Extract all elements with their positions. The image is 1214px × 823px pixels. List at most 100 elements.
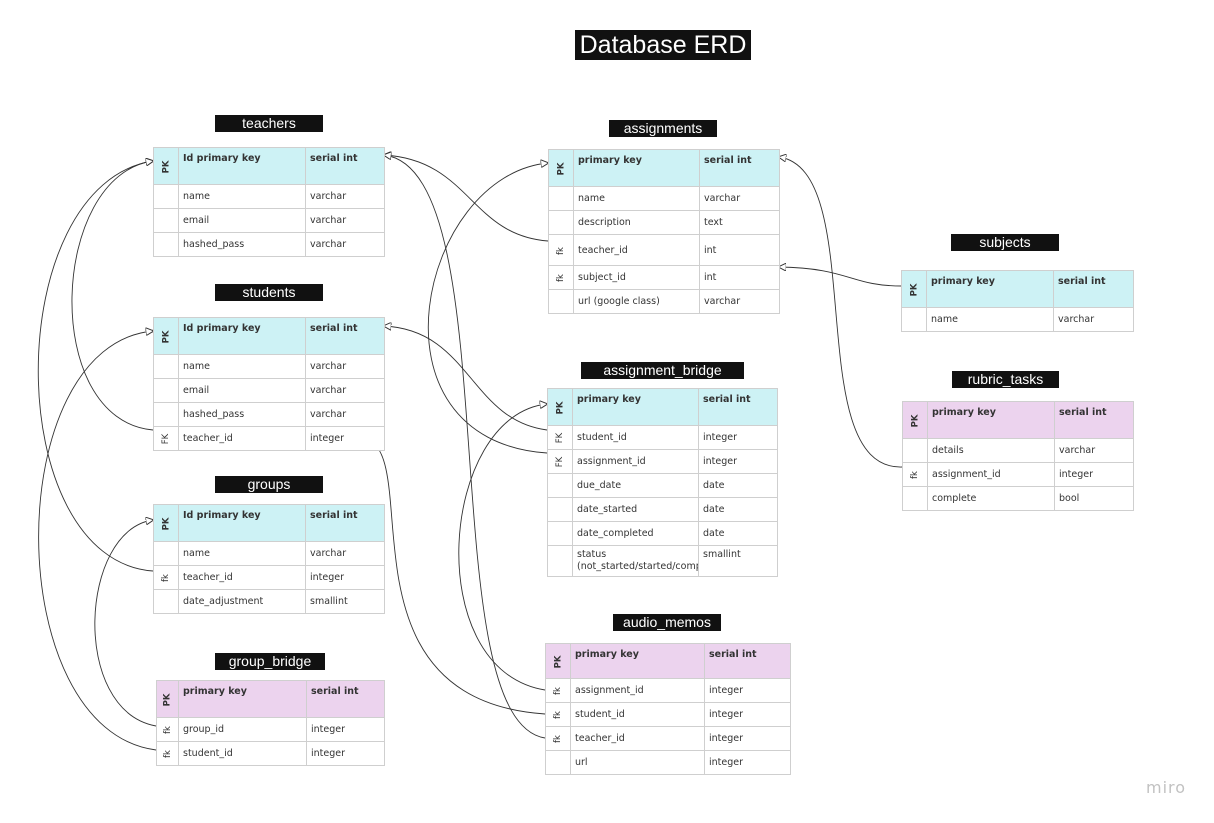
link-gbridge-group-to-groups [94,520,157,727]
students-header-row: PK Id primary key serial int [153,317,385,355]
key-marker [547,521,573,546]
column-type: varchar [305,354,385,379]
column-name: description [573,210,700,235]
column-type: date [698,473,778,498]
key-marker [153,589,179,614]
link-students-teacher-to-teachers [71,161,153,431]
column-name: details [927,438,1055,463]
column-name: name [178,184,306,209]
diagram-title: Database ERD [575,30,751,60]
audio-memos-table: PK primary key serial int fk assignment_… [545,643,791,775]
key-marker [153,208,179,233]
column-type: varchar [699,289,780,314]
table-row: complete bool [902,486,1134,511]
table-row: date_started date [547,497,778,522]
column-name: primary key [927,401,1055,439]
fk-marker: fk [548,234,574,266]
fk-marker: FK [547,425,573,450]
column-name: subject_id [573,265,700,290]
link-audio-teacher-to-teachers [384,155,546,739]
column-type: date [698,521,778,546]
assignment-bridge-table: PK primary key serial int FK student_id … [547,388,778,577]
link-abridge-student-to-students [384,326,548,431]
subjects-table: PK primary key serial int name varchar [901,270,1134,332]
table-row: email varchar [153,378,385,403]
key-marker [901,307,927,332]
key-marker [153,402,179,427]
subjects-header-row: PK primary key serial int [901,270,1134,308]
column-name: url [570,750,705,775]
table-row: email varchar [153,208,385,233]
miro-watermark: miro [1146,778,1187,797]
table-row: fk student_id integer [156,741,385,766]
teachers-table-title: teachers [215,115,323,132]
key-marker [545,750,571,775]
table-row: fk assignment_id integer [545,678,791,703]
column-name: teacher_id [570,726,705,751]
column-type: serial int [305,147,385,185]
column-name: primary key [570,643,705,679]
column-name: hashed_pass [178,232,306,257]
column-type: serial int [1054,401,1134,439]
column-type: smallint [305,589,385,614]
audio-memos-table-title: audio_memos [613,614,721,631]
column-type: varchar [1053,307,1134,332]
column-type: varchar [1054,438,1134,463]
column-type: serial int [699,149,780,187]
assignments-table-title: assignments [609,120,717,137]
column-type: serial int [305,504,385,542]
column-name: student_id [178,741,307,766]
column-type: serial int [704,643,791,679]
column-name: primary key [926,270,1054,308]
table-row: date_adjustment smallint [153,589,385,614]
link-groups-teacher-to-teachers [37,161,153,572]
table-row: FK assignment_id integer [547,449,778,474]
fk-marker: fk [545,702,571,727]
column-type: date [698,497,778,522]
group-bridge-table: PK primary key serial int fk group_id in… [156,680,385,766]
table-row: hashed_pass varchar [153,232,385,257]
pk-marker: PK [153,147,179,185]
column-type: integer [306,741,385,766]
teachers-header-row: PK Id primary key serial int [153,147,385,185]
key-marker [153,184,179,209]
column-name: name [573,186,700,211]
table-row: due_date date [547,473,778,498]
column-name: url (google class) [573,289,700,314]
groups-table-title: groups [215,476,323,493]
table-row: name varchar [153,354,385,379]
column-type: serial int [305,317,385,355]
pk-marker: PK [548,149,574,187]
column-type: varchar [305,378,385,403]
table-row: fk teacher_id integer [153,565,385,590]
column-name: student_id [572,425,699,450]
fk-marker: fk [545,726,571,751]
table-row: date_completed date [547,521,778,546]
assignment-bridge-header-row: PK primary key serial int [547,388,778,426]
table-row: name varchar [153,541,385,566]
table-row: name varchar [153,184,385,209]
table-row: url (google class) varchar [548,289,780,314]
column-name: primary key [573,149,700,187]
group-bridge-header-row: PK primary key serial int [156,680,385,718]
fk-marker: fk [545,678,571,703]
table-row: fk teacher_id integer [545,726,791,751]
fk-marker: FK [153,426,179,451]
rubric-tasks-table-title: rubric_tasks [952,371,1059,388]
key-marker [547,497,573,522]
key-marker [153,232,179,257]
column-type: varchar [305,184,385,209]
table-row: FK student_id integer [547,425,778,450]
groups-header-row: PK Id primary key serial int [153,504,385,542]
column-type: integer [305,426,385,451]
key-marker [547,545,573,577]
key-marker [548,289,574,314]
column-name: name [178,541,306,566]
column-name: name [178,354,306,379]
table-row: name varchar [548,186,780,211]
column-name: email [178,378,306,403]
table-row: FK teacher_id integer [153,426,385,451]
assignments-header-row: PK primary key serial int [548,149,780,187]
table-row: details varchar [902,438,1134,463]
table-row: fk teacher_id int [548,234,780,266]
